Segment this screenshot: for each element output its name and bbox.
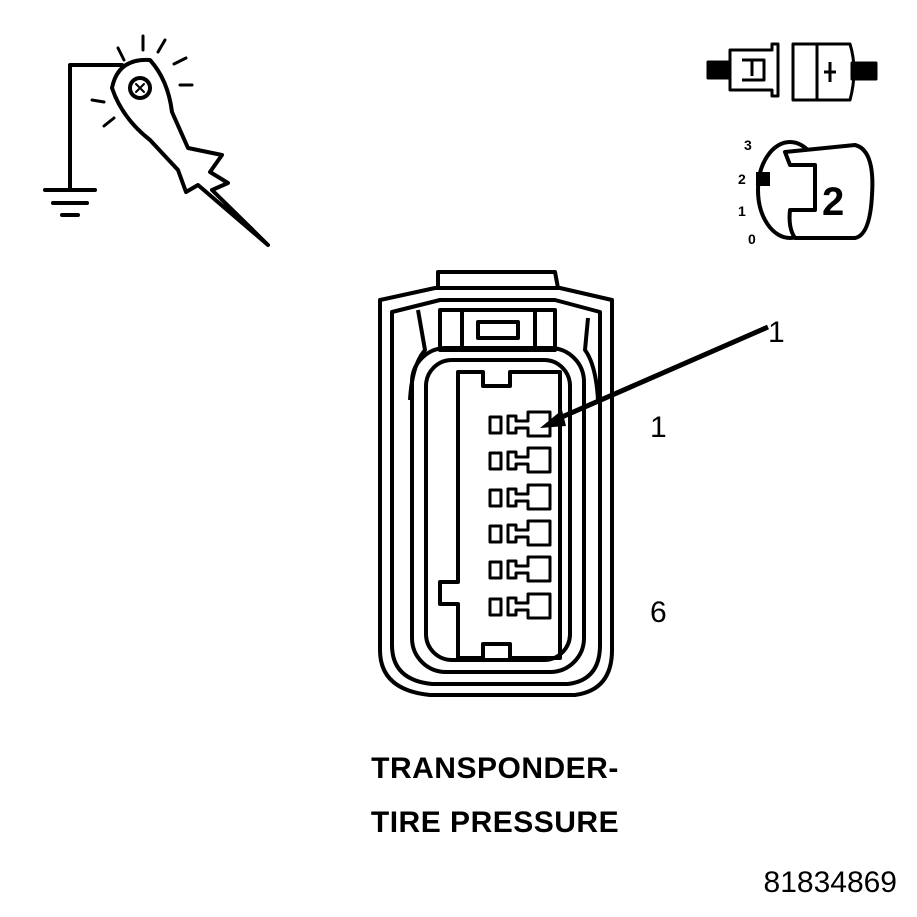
pin-label-first: 1 [650,411,667,444]
test-light-ground-icon [43,34,270,247]
terminal-cavity [488,483,552,511]
connector-caption-line-1: TRANSPONDER- [371,752,619,785]
ignition-position-2: 2 [738,171,746,187]
ignition-position-0: 0 [748,231,756,247]
connector-face [378,270,614,697]
callout-number: 1 [768,316,785,349]
figure-number: 81834869 [763,866,897,899]
terminal-cavity [488,592,552,620]
ignition-key-number: 2 [822,180,844,224]
disconnect-connector-icon [706,42,878,102]
ignition-position-1: 1 [738,203,746,219]
terminal-cavities [488,410,552,620]
ignition-position-3: 3 [744,137,752,153]
terminal-cavity [488,446,552,474]
ignition-key-icon: 3 2 1 0 2 [738,137,875,247]
terminal-cavity [488,410,552,438]
callout-leader [540,324,770,428]
connector-caption-line-2: TIRE PRESSURE [370,806,620,839]
terminal-cavity [488,555,552,583]
pin-label-last: 6 [650,596,667,629]
terminal-cavity [488,519,552,547]
